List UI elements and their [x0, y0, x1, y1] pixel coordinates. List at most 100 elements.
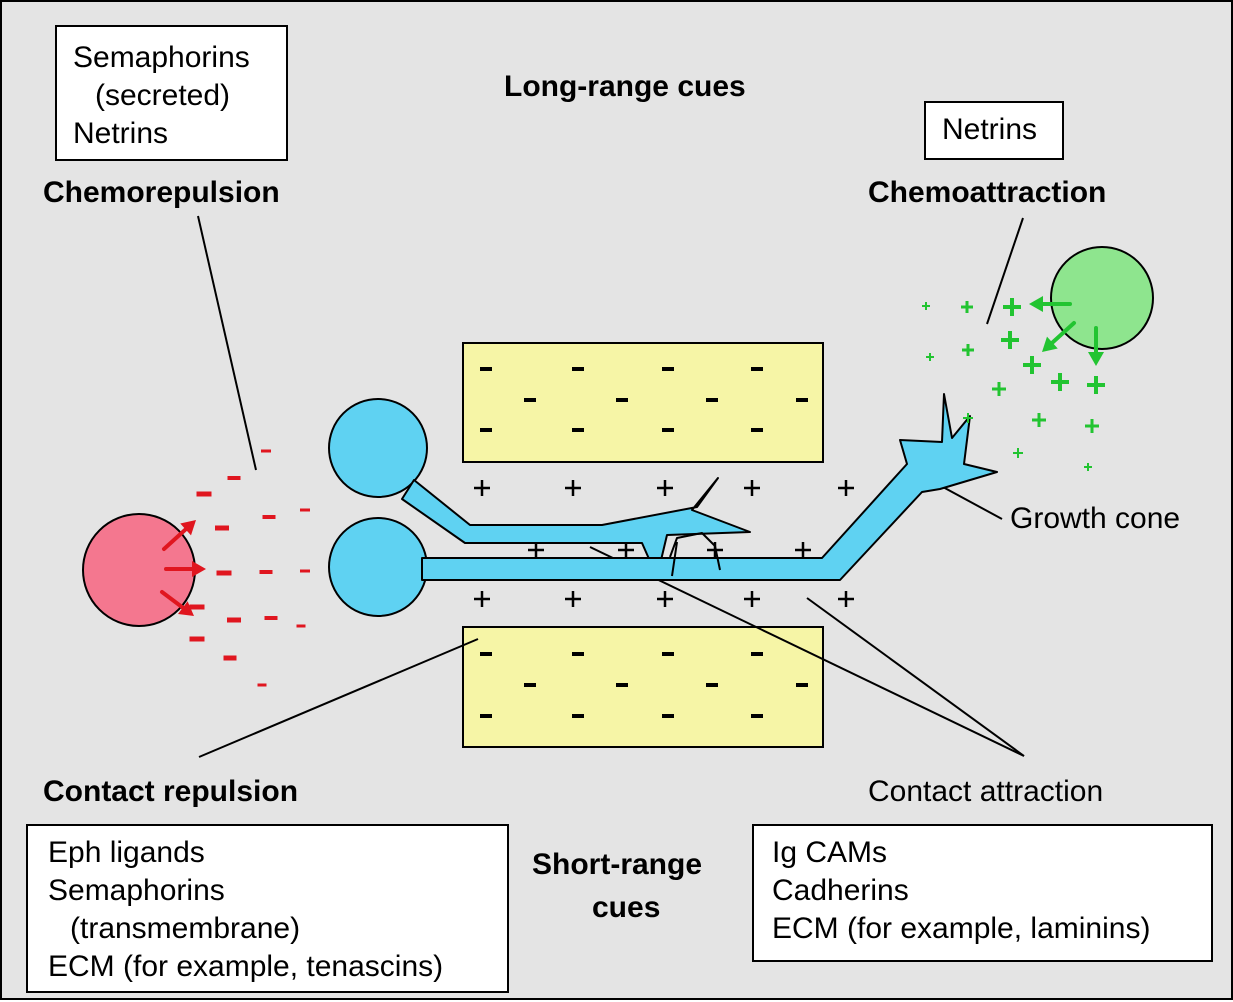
neuron-upper-soma — [328, 398, 428, 498]
contact-plus-sign — [565, 480, 581, 496]
contact-attraction-leader-a — [589, 546, 1025, 757]
substrate-minus-sign — [751, 652, 763, 656]
substrate-minus-sign — [662, 714, 674, 718]
molecule-transmembrane-note: (transmembrane) — [70, 912, 301, 945]
attraction-arrow — [1088, 326, 1104, 366]
substrate-minus-sign — [480, 367, 492, 371]
contact-repulsion-molecule-box: Eph ligands Semaphorins (transmembrane) … — [26, 824, 509, 993]
repulsive-minus-sign — [189, 604, 205, 610]
long-range-cues-heading: Long-range cues — [504, 70, 746, 103]
molecule-netrins: Netrins — [942, 113, 1038, 146]
attractive-plus-sign — [1051, 373, 1069, 391]
contact-plus-sign — [795, 542, 811, 558]
repulsive-minus-sign — [257, 683, 267, 687]
contact-plus-sign — [474, 591, 490, 607]
substrate-minus-signs — [480, 367, 808, 718]
repulsive-minus-sign — [264, 616, 278, 620]
chemoattraction-leader — [986, 217, 1024, 325]
substrate-minus-sign — [662, 367, 674, 371]
chemoattraction-molecule-box: Netrins — [924, 101, 1064, 160]
repulsive-minus-sign — [215, 525, 229, 531]
attraction-arrow — [1042, 321, 1076, 352]
substrate-minus-sign — [662, 428, 674, 432]
substrate-minus-sign — [572, 428, 584, 432]
molecule-cadherins: Cadherins — [772, 874, 909, 907]
molecule-eph-ligands: Eph ligands — [48, 836, 205, 869]
substrate-minus-sign — [524, 683, 536, 687]
growth-cone-label: Growth cone — [1010, 502, 1181, 535]
repulsion-arrow — [164, 561, 206, 577]
contact-attraction-molecule-box: Ig CAMs Cadherins ECM (for example, lami… — [752, 824, 1213, 962]
attractive-plus-sign — [1032, 413, 1046, 427]
substrate-minus-sign — [662, 652, 674, 656]
repulsive-minus-sign — [296, 624, 306, 628]
repulsive-minus-sign — [227, 476, 241, 480]
attractive-plus-sign — [1087, 376, 1105, 394]
repulsion-arrow — [162, 520, 196, 551]
neuron-upper-axon — [401, 477, 751, 578]
contact-plus-sign — [838, 591, 854, 607]
short-range-cues-heading-line2: cues — [592, 891, 661, 924]
leader-lines — [197, 215, 1025, 758]
upper-repulsive-substrate — [462, 342, 824, 463]
molecule-secreted-note: (secreted) — [95, 79, 231, 112]
substrate-minus-sign — [796, 683, 808, 687]
attractive-plus-sign — [1003, 298, 1021, 316]
substrate-minus-sign — [572, 652, 584, 656]
molecule-ecm-laminins: ECM (for example, laminins) — [772, 912, 1151, 945]
attractive-plus-sign — [1085, 419, 1099, 433]
neuron-upper — [328, 398, 751, 578]
repulsive-minus-sign — [196, 491, 212, 497]
contact-attraction-leader-b — [806, 597, 1025, 757]
substrate-minus-sign — [616, 683, 628, 687]
contact-plus-sign — [744, 480, 760, 496]
substrate-minus-sign — [572, 367, 584, 371]
contact-plus-signs — [474, 480, 854, 607]
substrate-minus-sign — [524, 398, 536, 402]
attractive-plus-sign — [922, 302, 930, 310]
attractive-plus-sign — [961, 301, 973, 313]
repulsive-minus-gradient — [189, 449, 310, 687]
substrate-minus-sign — [706, 683, 718, 687]
attractive-plus-sign — [1013, 448, 1023, 458]
repulsion-arrows — [160, 520, 206, 616]
attractive-plus-sign — [1001, 331, 1019, 349]
short-range-cues-heading-line1: Short-range — [532, 848, 703, 881]
contact-plus-sign — [565, 591, 581, 607]
contact-plus-sign — [528, 542, 544, 558]
repulsive-minus-sign — [300, 569, 310, 573]
substrate-minus-sign — [751, 714, 763, 718]
contact-repulsion-leader — [198, 638, 479, 758]
contact-plus-sign — [474, 480, 490, 496]
contact-plus-sign — [744, 591, 760, 607]
repulsive-minus-sign — [227, 617, 241, 623]
attractive-plus-sign — [1084, 463, 1092, 471]
contact-plus-sign — [838, 480, 854, 496]
repulsive-minus-sign — [223, 655, 237, 661]
contact-plus-sign — [657, 480, 673, 496]
molecule-ecm-tenascins: ECM (for example, tenascins) — [48, 950, 444, 983]
contact-plus-sign — [707, 542, 723, 558]
contact-plus-sign — [618, 542, 634, 558]
repulsive-minus-sign — [300, 508, 310, 512]
contact-plus-sign — [657, 591, 673, 607]
repulsive-minus-sign — [259, 570, 273, 574]
substrate-minus-sign — [706, 398, 718, 402]
attraction-arrows — [1029, 296, 1104, 366]
attractive-plus-sign — [1023, 356, 1041, 374]
repulsive-minus-sign — [261, 449, 271, 453]
contact-repulsion-heading: Contact repulsion — [43, 775, 299, 808]
substrate-minus-sign — [480, 652, 492, 656]
substrate-minus-sign — [480, 428, 492, 432]
substrate-minus-sign — [751, 367, 763, 371]
attractive-plus-sign — [962, 344, 974, 356]
neuron-lower-filopodia — [669, 532, 721, 577]
attractive-plus-sign — [992, 382, 1006, 396]
molecule-netrins: Netrins — [73, 117, 169, 150]
molecule-ig-cams: Ig CAMs — [772, 836, 888, 869]
attraction-arrow — [1029, 296, 1072, 312]
molecule-semaphorins: Semaphorins — [73, 41, 250, 74]
substrate-minus-sign — [751, 428, 763, 432]
